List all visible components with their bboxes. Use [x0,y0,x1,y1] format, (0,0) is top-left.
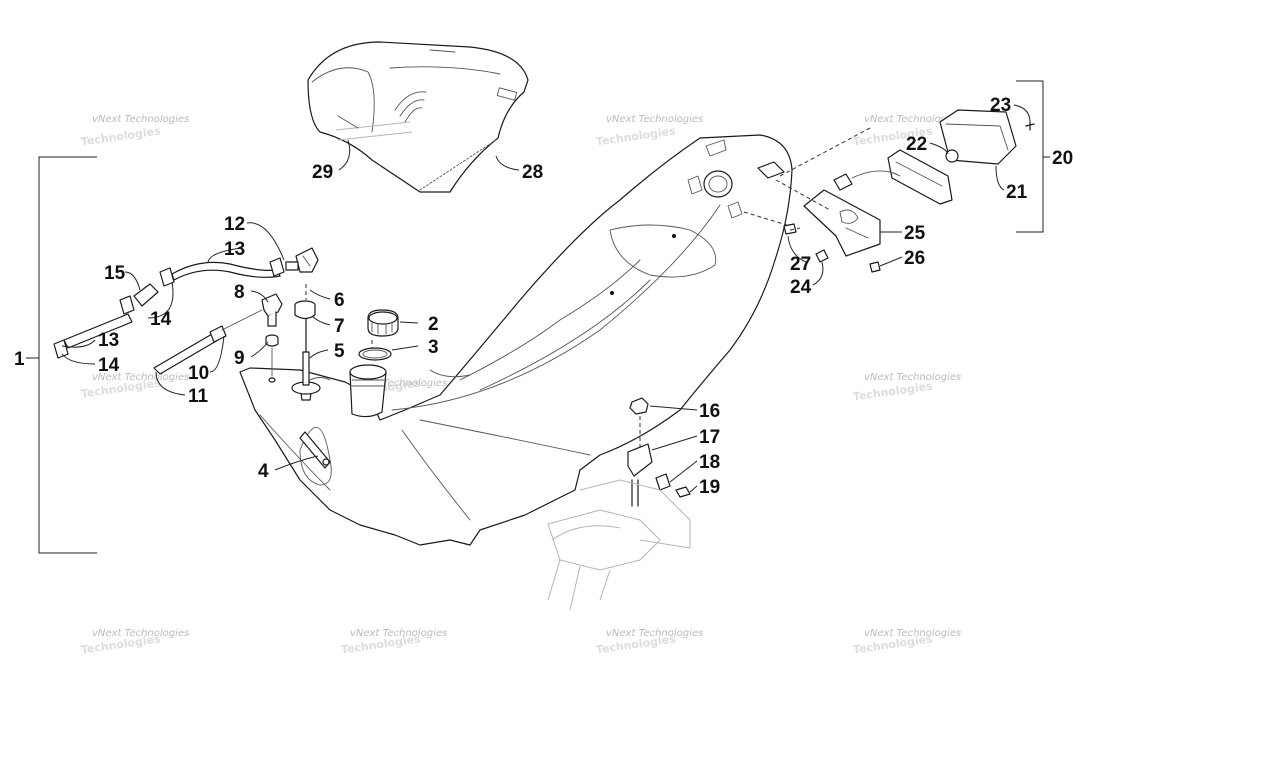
svg-text:vNext Technologies: vNext Technologies [606,114,703,125]
callout-28: 28 [522,162,543,183]
svg-text:vNext Technologies: vNext Technologies [92,628,189,639]
svg-text:Technologies: Technologies [595,124,677,148]
seat-strap [335,115,413,141]
ghost-frame [547,479,691,611]
svg-text:vNext Technologies: vNext Technologies [864,372,961,383]
fuel-pickup [291,317,321,401]
svg-text:Technologies: Technologies [80,124,162,148]
callout-4: 4 [258,461,269,482]
callout-8: 8 [234,282,245,303]
seat-cover [307,41,529,193]
callout-13: 13 [224,239,245,260]
callout-10: 10 [188,363,209,384]
vent-valve [285,247,319,273]
callout-16: 16 [699,401,720,422]
callout-18: 18 [699,452,720,473]
svg-text:vNext Technologies: vNext Technologies [606,628,703,639]
callout-14-lower: 14 [98,355,120,376]
short-tube [63,313,133,349]
fuel-tank [239,134,793,546]
callout-labels: 1 2 3 4 5 6 7 8 9 10 11 12 13 14 15 13 1… [14,95,1073,498]
callout-29: 29 [312,162,333,183]
reference-lines [305,127,871,450]
callout-6: 6 [334,290,345,311]
vent-hose [171,261,281,281]
callout-20: 20 [1052,148,1073,169]
assembly-20-bracket [1016,80,1050,233]
svg-text:vNext Technologies: vNext Technologies [350,628,447,639]
callout-9: 9 [234,348,245,369]
grommet-9 [265,334,279,383]
taillight-assembly [783,109,1035,273]
callout-19: 19 [699,477,720,498]
callout-21: 21 [1006,182,1028,203]
assembly-1-bracket [26,156,97,554]
callout-5: 5 [334,341,345,362]
callout-7: 7 [334,316,345,337]
leader-lines [61,104,1031,493]
callout-25: 25 [904,223,926,244]
svg-text:vNext Technologies: vNext Technologies [350,378,447,389]
grommet-6 [294,300,316,320]
callout-27: 27 [790,254,811,275]
svg-text:vNext Technologies: vNext Technologies [92,372,189,383]
callout-23: 23 [990,95,1011,116]
callout-22: 22 [906,134,927,155]
svg-text:vNext Technologies: vNext Technologies [864,628,961,639]
o-ring [358,347,392,361]
callout-1: 1 [14,349,25,370]
svg-text:vNext Technologies: vNext Technologies [92,114,189,125]
callout-13-lower: 13 [98,330,119,351]
hose-clamp [53,257,285,359]
level-sensor [299,431,331,469]
callout-15: 15 [104,263,126,284]
callout-11: 11 [188,386,209,407]
callout-3: 3 [428,337,439,358]
callout-14: 14 [150,309,172,330]
fuel-filter [133,283,159,307]
callout-26: 26 [904,248,925,269]
callout-2: 2 [428,314,439,335]
callout-24: 24 [790,277,812,298]
svg-text:vNext Technologies: vNext Technologies [864,114,961,125]
callout-17: 17 [699,427,720,448]
fuel-cap [367,309,399,337]
callout-12: 12 [224,214,245,235]
elbow-fitting [261,293,283,327]
fuel-tube [153,309,263,375]
mount-hardware [627,397,691,507]
filler-neck [349,364,387,418]
